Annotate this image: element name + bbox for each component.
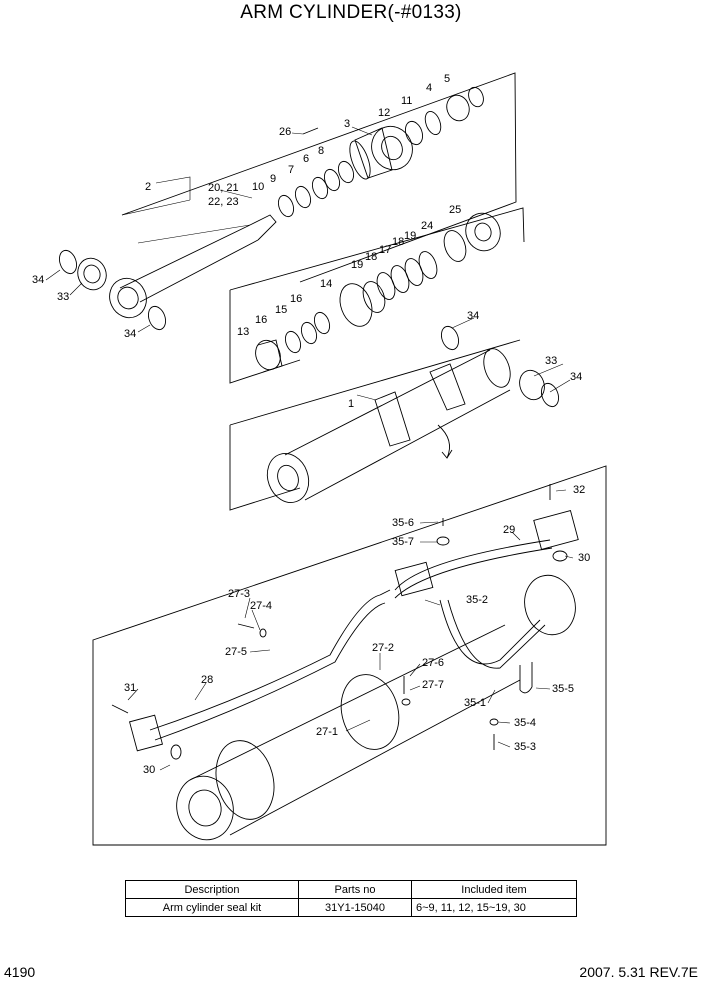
callout-33a: 33 bbox=[57, 291, 69, 303]
callout-26: 26 bbox=[279, 126, 291, 138]
page-number: 4190 bbox=[4, 964, 36, 980]
callout-34b: 34 bbox=[124, 328, 136, 340]
cell-included-item: 6~9, 11, 12, 15~19, 30 bbox=[411, 898, 577, 917]
panel-outline-tube bbox=[229, 339, 521, 511]
head-seal-rings bbox=[277, 86, 484, 218]
detail-arrow bbox=[437, 424, 453, 459]
cell-description: Arm cylinder seal kit bbox=[125, 898, 299, 917]
revision-date: 2007. 5.31 REV.7E bbox=[579, 964, 698, 980]
callout-35-1: 35-1 bbox=[464, 697, 486, 709]
seal-kit-table: Description Parts no Included item Arm c… bbox=[125, 880, 577, 917]
leader-lines bbox=[45, 126, 574, 771]
callout-4: 4 bbox=[426, 82, 432, 94]
callout-27-7: 27-7 bbox=[422, 679, 444, 691]
callout-33b: 33 bbox=[545, 355, 557, 367]
callout-9: 9 bbox=[270, 173, 276, 185]
callout-1: 1 bbox=[348, 398, 354, 410]
panel-outline-top bbox=[121, 72, 517, 283]
page-title: ARM CYLINDER(-#0133) bbox=[240, 2, 462, 23]
callout-13: 13 bbox=[237, 326, 249, 338]
callout-18b: 18 bbox=[392, 236, 404, 248]
callout-11: 11 bbox=[401, 95, 412, 107]
detail-cylinder bbox=[176, 574, 576, 841]
callout-29: 29 bbox=[503, 524, 515, 536]
column-header-parts-no: Parts no bbox=[298, 880, 412, 899]
callout-25: 25 bbox=[449, 204, 461, 216]
callout-27-1: 27-1 bbox=[316, 726, 338, 738]
callout-10: 10 bbox=[252, 181, 264, 193]
callout-27-5: 27-5 bbox=[225, 646, 247, 658]
callout-2: 2 bbox=[145, 181, 151, 193]
callout-5: 5 bbox=[444, 73, 450, 85]
cell-parts-no: 31Y1-15040 bbox=[298, 898, 412, 917]
callout-30a: 30 bbox=[578, 552, 590, 564]
callout-7: 7 bbox=[288, 164, 294, 176]
table-row: Arm cylinder seal kit 31Y1-15040 6~9, 11… bbox=[125, 898, 577, 917]
callout-16a: 16 bbox=[255, 314, 267, 326]
callout-27-2: 27-2 bbox=[372, 642, 394, 654]
callout-27-4: 27-4 bbox=[250, 600, 272, 612]
callout-24: 24 bbox=[421, 220, 433, 232]
rod-cover bbox=[302, 125, 413, 180]
panel-outline-middle bbox=[229, 207, 525, 384]
callout-19a: 19 bbox=[351, 259, 363, 271]
detail-pipes bbox=[129, 510, 579, 760]
piston-parts bbox=[255, 212, 501, 373]
callout-27-3: 27-3 bbox=[228, 588, 250, 600]
callout-16b: 16 bbox=[290, 293, 302, 305]
callout-14: 14 bbox=[320, 278, 332, 290]
callout-8: 8 bbox=[318, 145, 324, 157]
callout-35-3: 35-3 bbox=[514, 741, 536, 753]
callout-31: 31 bbox=[124, 682, 136, 694]
panel-outline-detail bbox=[92, 465, 607, 846]
callout-34c: 34 bbox=[467, 310, 479, 322]
callout-27-6: 27-6 bbox=[422, 657, 444, 669]
callout-30b: 30 bbox=[143, 764, 155, 776]
callout-35-5: 35-5 bbox=[552, 683, 574, 695]
piston-rod bbox=[58, 214, 277, 331]
callout-34a: 34 bbox=[32, 274, 44, 286]
cylinder-tube bbox=[266, 325, 560, 503]
callout-35-6: 35-6 bbox=[392, 517, 414, 529]
column-header-included-item: Included item bbox=[411, 880, 577, 899]
callout-20-21: 20, 21 bbox=[208, 182, 239, 194]
callout-35-4: 35-4 bbox=[514, 717, 536, 729]
callout-32: 32 bbox=[573, 484, 585, 496]
callout-6: 6 bbox=[303, 153, 309, 165]
callout-17: 17 bbox=[379, 244, 391, 256]
callout-12: 12 bbox=[378, 107, 390, 119]
column-header-description: Description bbox=[125, 880, 299, 899]
callout-35-7: 35-7 bbox=[392, 536, 414, 548]
detail-bolts bbox=[111, 484, 551, 750]
callout-18a: 18 bbox=[365, 251, 377, 263]
callout-22-23: 22, 23 bbox=[208, 196, 239, 208]
callout-labels: 1 2 3 4 5 6 7 8 9 10 11 12 13 14 15 16 1… bbox=[32, 73, 590, 776]
callout-19b: 19 bbox=[404, 230, 416, 242]
callout-3: 3 bbox=[344, 118, 350, 130]
callout-15: 15 bbox=[275, 304, 287, 316]
callout-34d: 34 bbox=[570, 371, 582, 383]
callout-28: 28 bbox=[201, 674, 213, 686]
callout-35-2: 35-2 bbox=[466, 594, 488, 606]
table-header-row: Description Parts no Included item bbox=[125, 880, 577, 899]
